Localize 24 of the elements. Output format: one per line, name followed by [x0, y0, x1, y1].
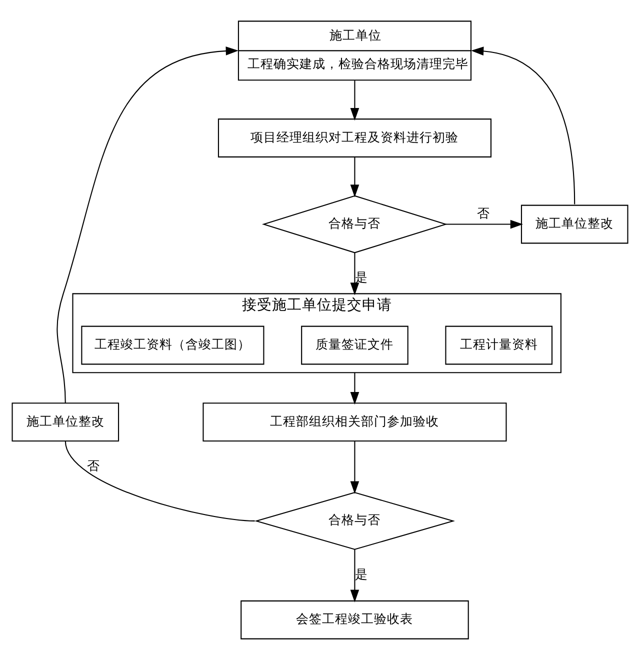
- node-box: 会签工程竣工验收表: [240, 600, 469, 639]
- arrow: [350, 156, 360, 197]
- node-box: 施工单位整改: [520, 204, 628, 244]
- node-diamond: 合格与否: [254, 492, 455, 550]
- arrow: [350, 440, 360, 494]
- arrow: [350, 549, 360, 602]
- node-box: 工程部组织相关部门参加验收: [202, 402, 507, 442]
- node-box: 施工单位整改: [12, 402, 120, 442]
- arrow: [446, 219, 523, 228]
- connector: [64, 440, 255, 521]
- edge-label: 否: [477, 205, 490, 220]
- edge-label: 是: [355, 269, 368, 284]
- node-box: 工程计量资料: [445, 325, 553, 364]
- arrow: [470, 46, 576, 204]
- node-diamond: 合格与否: [262, 194, 448, 253]
- arrow: [350, 372, 360, 404]
- arrow: [56, 46, 238, 403]
- node-box: 项目经理组织对工程及资料进行初验: [218, 118, 492, 157]
- arrow: [350, 252, 360, 295]
- node-box: 质量签证文件: [301, 325, 408, 364]
- edge-label: 是: [355, 566, 368, 581]
- arrow: [350, 80, 360, 120]
- node-box: 工程竣工资料（含竣工图）: [81, 325, 264, 364]
- edge-label: 否: [86, 458, 100, 473]
